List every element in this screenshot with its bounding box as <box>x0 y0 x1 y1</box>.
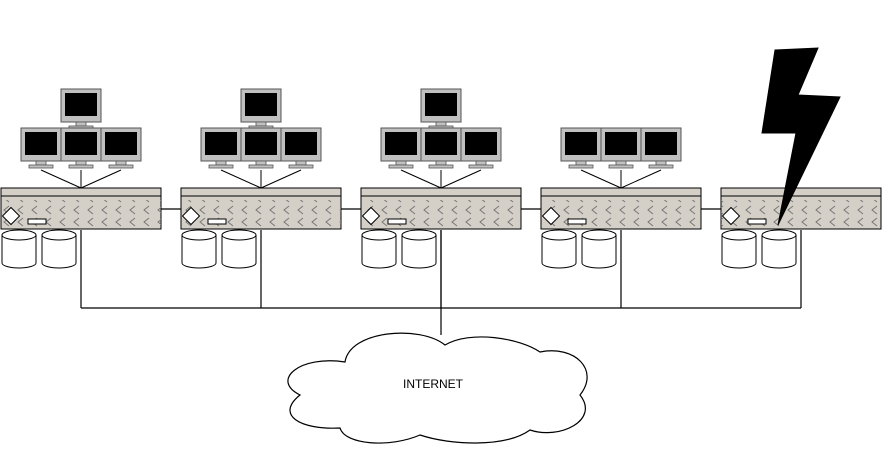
workstation-link <box>260 169 302 189</box>
disk-cylinder-icon <box>721 229 757 269</box>
diamond-icon <box>721 206 741 226</box>
monitor-icon <box>240 127 282 169</box>
internet-cloud: INTERNET <box>287 332 588 444</box>
disk-cylinder-icon <box>401 229 437 269</box>
disk-cylinder-icon <box>361 229 397 269</box>
disk-cylinder-icon <box>41 229 77 269</box>
drive-slot <box>207 218 227 225</box>
cluster-3 <box>360 88 541 308</box>
monitor-icon <box>640 127 682 169</box>
drive-slot <box>387 218 407 225</box>
workstation-link <box>580 169 622 189</box>
server-rack-icon <box>0 187 162 230</box>
cloud-icon <box>287 332 588 444</box>
cloud-label: INTERNET <box>403 377 464 391</box>
cluster-4 <box>540 127 721 308</box>
diamond-icon <box>361 206 381 226</box>
disk-cylinder-icon <box>581 229 617 269</box>
monitor-icon <box>240 88 282 130</box>
monitor-icon <box>100 127 142 169</box>
workstation-link <box>220 169 262 189</box>
drive-slot <box>567 218 587 225</box>
workstation-link <box>40 169 82 189</box>
disk-cylinder-icon <box>181 229 217 269</box>
disk-cylinder-icon <box>1 229 37 269</box>
server-rack-icon <box>540 187 702 230</box>
workstation-link <box>400 169 442 189</box>
server-rack-icon <box>720 187 882 230</box>
monitor-icon <box>60 88 102 130</box>
monitor-icon <box>280 127 322 169</box>
monitor-icon <box>600 127 642 169</box>
monitor-icon <box>20 127 62 169</box>
diamond-icon <box>541 206 561 226</box>
monitor-icon <box>60 127 102 169</box>
monitor-icon <box>460 127 502 169</box>
workstation-link <box>80 169 122 189</box>
monitor-icon <box>200 127 242 169</box>
disk-cylinder-icon <box>541 229 577 269</box>
workstation-link <box>620 169 662 189</box>
disk-cylinder-icon <box>761 229 797 269</box>
monitor-icon <box>420 127 462 169</box>
cluster-5 <box>720 187 882 308</box>
drive-slot <box>27 218 47 225</box>
lightning-bolt-icon <box>761 47 841 226</box>
diamond-icon <box>1 206 21 226</box>
monitor-icon <box>380 127 422 169</box>
drive-slot <box>747 218 767 225</box>
server-clusters <box>0 88 882 308</box>
monitor-icon <box>420 88 462 130</box>
diamond-icon <box>181 206 201 226</box>
workstation-link <box>440 169 482 189</box>
cluster-2 <box>180 88 361 308</box>
cluster-1 <box>0 88 181 308</box>
server-rack-icon <box>180 187 342 230</box>
monitor-icon <box>560 127 602 169</box>
disk-cylinder-icon <box>221 229 257 269</box>
server-rack-icon <box>360 187 522 230</box>
